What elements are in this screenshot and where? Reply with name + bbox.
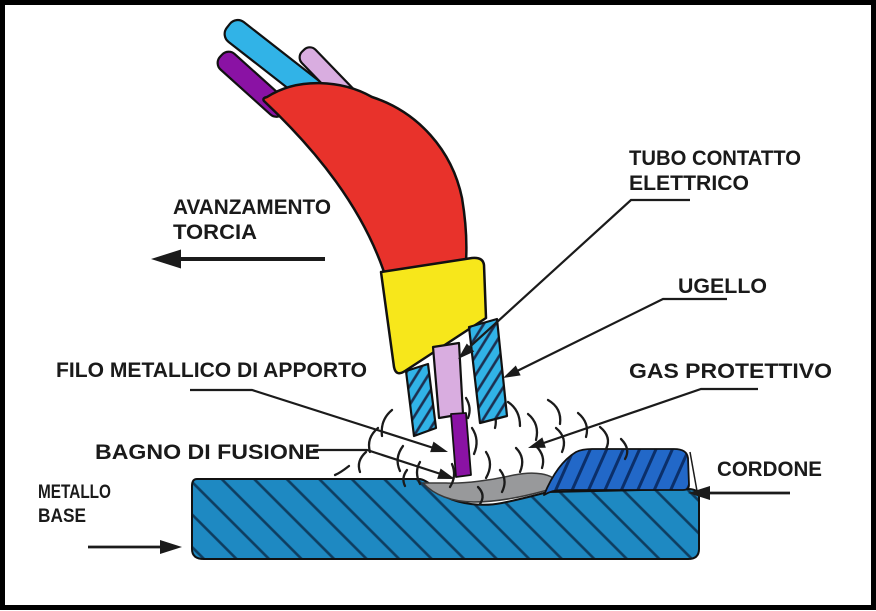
torch-handle: [379, 256, 488, 375]
gas-dash: [576, 411, 589, 439]
annotations: [88, 198, 790, 554]
arrowhead-tubo-contatto: [458, 343, 475, 359]
label-cordone: CORDONE: [717, 458, 822, 481]
nozzle-left-wall-hatch: [404, 362, 438, 438]
label-tubo-contatto-line2: ELETTRICO: [629, 172, 749, 195]
contact-tube: [431, 341, 465, 420]
base-metal: [191, 478, 700, 560]
gas-dash: [357, 450, 368, 474]
torch-body: [262, 81, 468, 274]
label-tubo-contatto-line1: TUBO CONTATTO: [629, 147, 801, 170]
gas-dash: [396, 444, 405, 473]
gas-dash: [464, 396, 471, 420]
label-metallo-base-line1: METALLO: [38, 482, 111, 503]
gas-dash: [554, 426, 566, 454]
gas-dash: [448, 462, 456, 489]
arrowhead-metallo-base: [160, 540, 182, 554]
gas-dash: [526, 412, 539, 442]
gas-dash: [498, 468, 506, 494]
gas-dash: [415, 460, 422, 486]
gas-dash: [598, 425, 610, 451]
cordone-edge-line: [689, 451, 698, 492]
nozzle: [404, 317, 509, 438]
gas-dash: [402, 468, 409, 488]
gas-dash: [484, 450, 492, 480]
label-ugello: UGELLO: [678, 275, 767, 298]
nozzle-right-wall-hatch: [467, 317, 509, 425]
arrowhead-ugello: [503, 365, 521, 378]
gas-dash: [367, 426, 380, 454]
weld-bead-hatch: [543, 448, 690, 496]
leader-filo-metallico: [190, 388, 444, 453]
leader-gas-protettivo: [531, 387, 758, 449]
gas-dash: [476, 485, 484, 506]
gas-dash: [470, 426, 478, 456]
label-metallo-base-line2: BASE: [38, 506, 86, 527]
gas-dash: [380, 408, 394, 438]
label-avanzamento-line2: TORCIA: [173, 221, 257, 244]
labels: AVANZAMENTO TORCIA TUBO CONTATTO ELETTRI…: [38, 147, 832, 527]
gas-dash: [333, 464, 351, 477]
gas-dash: [534, 444, 545, 470]
gas-dash: [619, 437, 629, 461]
arrowhead-bagno-fusione: [437, 468, 455, 479]
arrowhead-filo-metallico: [430, 441, 448, 453]
label-gas-protettivo: GAS PROTETTIVO: [629, 360, 832, 383]
arrowhead-gas-protettivo: [528, 437, 546, 448]
torch-travel-arrowhead: [151, 249, 181, 269]
label-bagno-fusione: BAGNO DI FUSIONE: [95, 441, 320, 464]
label-filo-metallico: FILO METALLICO DI APPORTO: [56, 359, 367, 382]
leader-bagno-fusione: [313, 448, 451, 479]
label-avanzamento-line1: AVANZAMENTO: [173, 196, 331, 219]
leader-tubo-contatto: [462, 198, 690, 354]
gas-dash: [546, 398, 562, 426]
weld-bead: [543, 448, 690, 496]
gas-dash: [506, 400, 522, 428]
arrowhead-cordone: [688, 486, 710, 500]
gas-cloud: [333, 396, 629, 506]
gas-dash: [514, 446, 524, 474]
filler-wire: [450, 412, 472, 478]
leader-ugello: [506, 297, 727, 377]
